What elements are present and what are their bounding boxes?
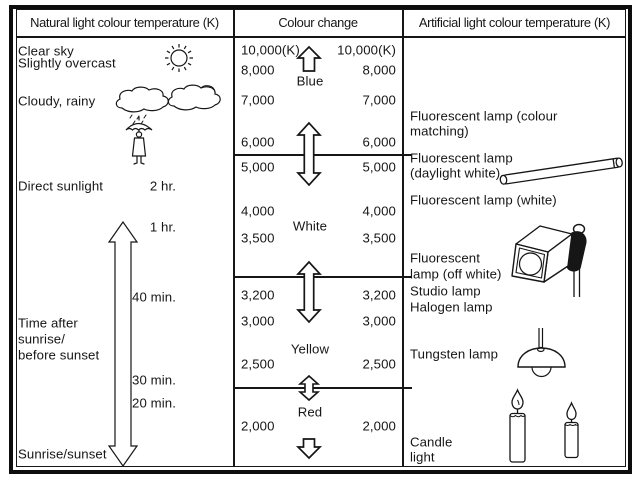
- scale-line-6000-5000: [234, 154, 412, 156]
- candle-light-line1: Candle: [410, 434, 453, 450]
- colour-zone-blue: Blue: [296, 73, 324, 89]
- temp-right-7000: 7,000: [362, 92, 396, 108]
- outer-border: [9, 5, 632, 474]
- temp-right-4000: 4,000: [362, 203, 396, 219]
- temp-left-3200: 3,200: [241, 287, 275, 303]
- temp-right-3000: 3,000: [362, 313, 396, 329]
- studio-lamp-icon: [511, 223, 587, 297]
- temp-left-3000: 3,000: [241, 313, 275, 329]
- time-30min-label: 30 min.: [132, 372, 176, 388]
- studio-lamp-label: Studio lamp: [410, 283, 481, 299]
- time-after-line1: Time after: [18, 315, 78, 331]
- time-after-line2: sunrise/: [18, 331, 65, 347]
- time-20min-label: 20 min.: [132, 395, 176, 411]
- temp-left-5000: 5,000: [241, 159, 275, 175]
- time-2hr-label: 2 hr.: [149, 178, 176, 194]
- header-colour-change: Colour change: [278, 14, 358, 30]
- temp-left-8000: 8,000: [241, 62, 275, 78]
- time-40min-label: 40 min.: [132, 289, 176, 305]
- tungsten-pendant-icon: [517, 328, 566, 378]
- tungsten-lamp-label: Tungsten lamp: [410, 346, 499, 362]
- colour-zone-yellow: Yellow: [290, 341, 330, 357]
- up-arrow-icon: [295, 45, 323, 72]
- fluorescent-off-white-line2: lamp (off white): [410, 266, 502, 282]
- colour-zone-white: White: [292, 218, 328, 234]
- temp-left-6000: 6,000: [241, 134, 275, 150]
- fluorescent-daylight-line2: (daylight white): [410, 165, 501, 181]
- temp-left-10000: 10,000(K): [241, 42, 300, 58]
- fluorescent-daylight-line1: Fluorescent lamp: [410, 150, 513, 166]
- fluorescent-colour-matching-line1: Fluorescent lamp (colour: [410, 108, 558, 124]
- time-range-arrow: [107, 220, 139, 468]
- temp-right-3200: 3,200: [362, 287, 396, 303]
- candles-icon: [509, 388, 579, 463]
- temp-right-10000: 10,000(K): [337, 42, 396, 58]
- time-after-line3: before sunset: [18, 347, 100, 363]
- colour-zone-red: Red: [297, 404, 323, 420]
- candle-light-line2: light: [410, 449, 435, 465]
- rain-cloud-person-icon: [115, 84, 221, 165]
- column-divider-2: [402, 9, 404, 467]
- temp-right-8000: 8,000: [362, 62, 396, 78]
- scale-line-3500-3200: [234, 276, 412, 278]
- temp-right-2000: 2,000: [362, 418, 396, 434]
- clear-sky-label: Clear sky: [18, 43, 74, 59]
- temp-left-4000: 4,000: [241, 203, 275, 219]
- temp-left-2000: 2,000: [241, 418, 275, 434]
- header-artificial-light: Artificial light colour temperature (K): [418, 14, 611, 30]
- double-arrow-icon-upper: [296, 121, 322, 187]
- slightly-overcast-label: Slightly overcast: [18, 55, 116, 71]
- sun-icon: [165, 44, 193, 72]
- temp-right-5000: 5,000: [362, 159, 396, 175]
- sunrise-sunset-label: Sunrise/sunset: [18, 446, 107, 462]
- down-arrow-icon: [295, 438, 323, 460]
- temp-right-3500: 3,500: [362, 230, 396, 246]
- header-divider-line: [16, 36, 626, 38]
- double-arrow-icon-small: [297, 374, 321, 402]
- direct-sunlight-label: Direct sunlight: [18, 178, 104, 194]
- temp-right-2500: 2,500: [362, 356, 396, 372]
- fluorescent-off-white-line1: Fluorescent: [410, 250, 480, 266]
- fluorescent-tube-icon: [499, 157, 623, 185]
- cloudy-rainy-label: Cloudy, rainy: [18, 93, 96, 109]
- double-arrow-icon-middle: [296, 260, 322, 324]
- column-divider-1: [233, 9, 235, 467]
- scale-line-2500-2000: [234, 387, 412, 389]
- halogen-lamp-label: Halogen lamp: [410, 299, 493, 315]
- header-natural-light: Natural light colour temperature (K): [30, 14, 219, 30]
- time-1hr-label: 1 hr.: [149, 219, 176, 235]
- temp-left-2500: 2,500: [241, 356, 275, 372]
- table-border: [16, 9, 626, 467]
- temp-left-3500: 3,500: [241, 230, 275, 246]
- temp-right-6000: 6,000: [362, 134, 396, 150]
- temp-left-7000: 7,000: [241, 92, 275, 108]
- fluorescent-white-label: Fluorescent lamp (white): [410, 192, 557, 208]
- fluorescent-colour-matching-line2: matching): [410, 123, 469, 139]
